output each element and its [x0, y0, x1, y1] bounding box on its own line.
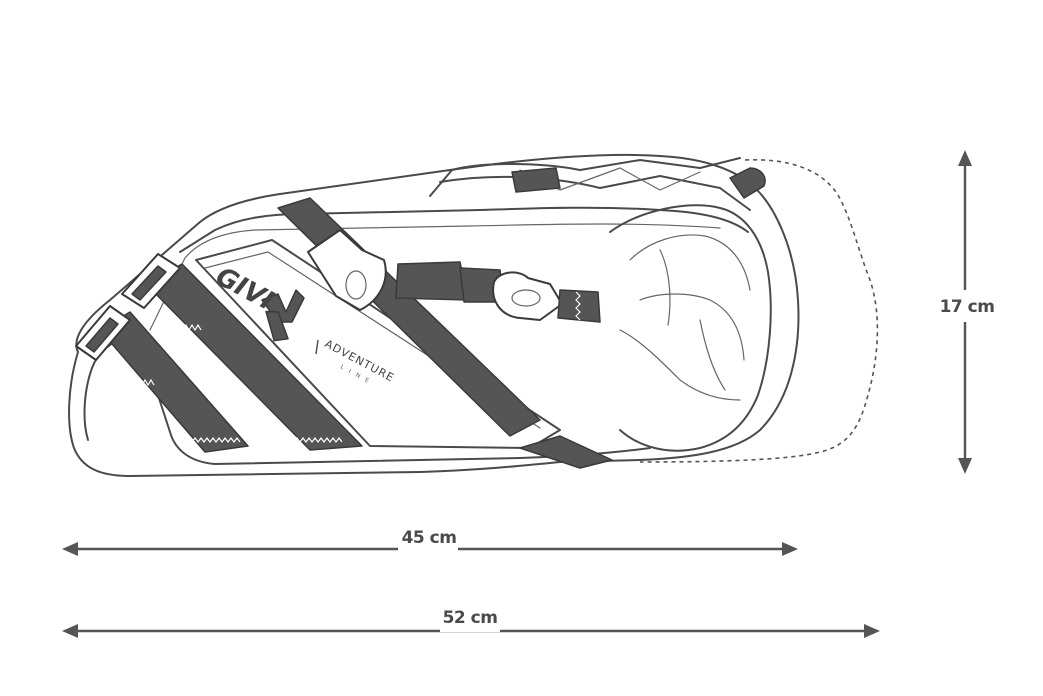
height-dimension: 17 cm — [940, 150, 995, 474]
left-strap-1-stitch — [117, 378, 155, 387]
left-strap-bottom-stitch — [179, 437, 241, 443]
expanded-volume-outline — [639, 159, 879, 463]
mid-strap-bottom-stitch — [281, 437, 343, 443]
center-strap-buckle — [307, 229, 387, 311]
center-buckle-hole — [345, 270, 367, 300]
compression-strap-left — [395, 261, 469, 301]
side-buckle-1-inner — [85, 317, 119, 353]
roll-top-fold-4 — [659, 249, 671, 326]
roll-top-fold-2 — [639, 293, 745, 361]
bag-side-seam — [149, 223, 721, 331]
bungee-cord-front — [429, 157, 741, 197]
inner-width-dimension: 45 cm — [62, 526, 798, 556]
outer-width-label: 52 cm — [443, 608, 498, 628]
bottom-strap-segment — [519, 435, 613, 469]
saddle-bag-illustration: GIVI ADVENTURE LINE — [68, 153, 800, 477]
height-label: 17 cm — [940, 297, 995, 317]
compression-strap-buckle — [492, 271, 563, 321]
bag-front-panel — [195, 239, 561, 449]
side-buckle-2-inner — [131, 265, 167, 301]
roll-top-fold-5 — [699, 319, 726, 391]
roll-top-fold-3 — [619, 329, 741, 401]
outer-width-dimension: 52 cm — [62, 606, 880, 638]
compression-strap-stitch — [575, 291, 581, 321]
top-patch — [511, 167, 561, 193]
roll-top-fabric — [609, 204, 772, 452]
left-strap-2-stitch — [164, 323, 202, 332]
inner-width-label: 45 cm — [402, 528, 457, 548]
bag-side-panel — [179, 206, 749, 253]
cord-lock — [729, 167, 766, 199]
bag-outer-shell — [68, 153, 800, 477]
compression-buckle-hole — [511, 289, 541, 307]
roll-top-fold-1 — [629, 234, 751, 291]
compression-strap-right — [557, 289, 601, 323]
